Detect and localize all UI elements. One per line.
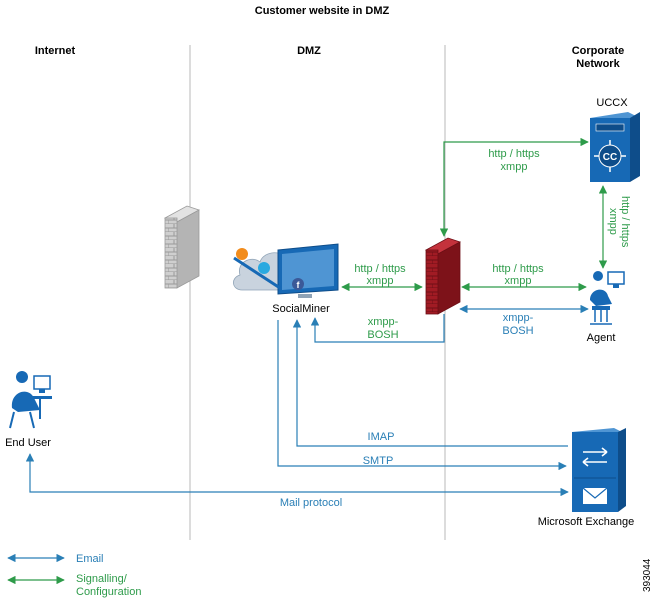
figure-id: 393044 <box>642 558 653 592</box>
link-firewall-agent-label-2: xmpp <box>505 275 532 287</box>
link-imap <box>292 319 568 447</box>
legend-signalling-label-1: Signalling/ <box>76 573 128 585</box>
link-firewall-agent-label-1: http / https <box>492 263 544 275</box>
exchange-label: Microsoft Exchange <box>538 516 635 528</box>
diagram-title: Customer website in DMZ <box>255 5 390 17</box>
link-uccx-agent-label-2: xmpp <box>607 208 619 235</box>
socialminer-icon: f <box>233 243 339 298</box>
exchange-server-icon <box>572 428 626 512</box>
link-uccx-to-firewall <box>439 137 589 237</box>
svg-text:f: f <box>297 280 301 290</box>
link-imap-label: IMAP <box>368 431 395 443</box>
link-uccx-firewall-label-1: http / https <box>488 148 540 160</box>
zone-internet-label: Internet <box>35 45 76 57</box>
zone-corporate-label-1: Corporate <box>572 45 625 57</box>
uccx-server-icon: CC <box>590 112 640 182</box>
end-user-label: End User <box>5 437 51 449</box>
link-uccx-firewall-label-2: xmpp <box>501 161 528 173</box>
link-bosh-agent-label-2: BOSH <box>502 325 533 337</box>
socialminer-label: SocialMiner <box>272 303 330 315</box>
link-socialminer-firewall-label-2: xmpp <box>367 275 394 287</box>
link-mail-protocol-label: Mail protocol <box>280 497 342 509</box>
link-smtp-label: SMTP <box>363 455 394 467</box>
firewall-outer-icon <box>164 205 200 289</box>
link-bosh-to-socialminer <box>310 314 445 343</box>
legend-email-label: Email <box>76 553 104 565</box>
link-mail-protocol <box>25 453 569 497</box>
link-bosh-socialminer-label-2: BOSH <box>367 329 398 341</box>
link-socialminer-firewall-label-1: http / https <box>354 263 406 275</box>
svg-text:CC: CC <box>603 152 617 163</box>
link-bosh-socialminer-label-1: xmpp- <box>368 316 399 328</box>
legend-signalling-label-2: Configuration <box>76 586 141 598</box>
uccx-label: UCCX <box>596 97 628 109</box>
link-bosh-agent-label-1: xmpp- <box>503 312 534 324</box>
end-user-icon <box>9 371 52 429</box>
firewall-inner-icon <box>425 237 461 315</box>
link-uccx-agent-label-1: http / https <box>619 196 631 248</box>
agent-label: Agent <box>587 332 616 344</box>
zone-corporate-label-2: Network <box>576 58 620 70</box>
agent-icon <box>590 271 625 325</box>
zone-dmz-label: DMZ <box>297 45 321 57</box>
